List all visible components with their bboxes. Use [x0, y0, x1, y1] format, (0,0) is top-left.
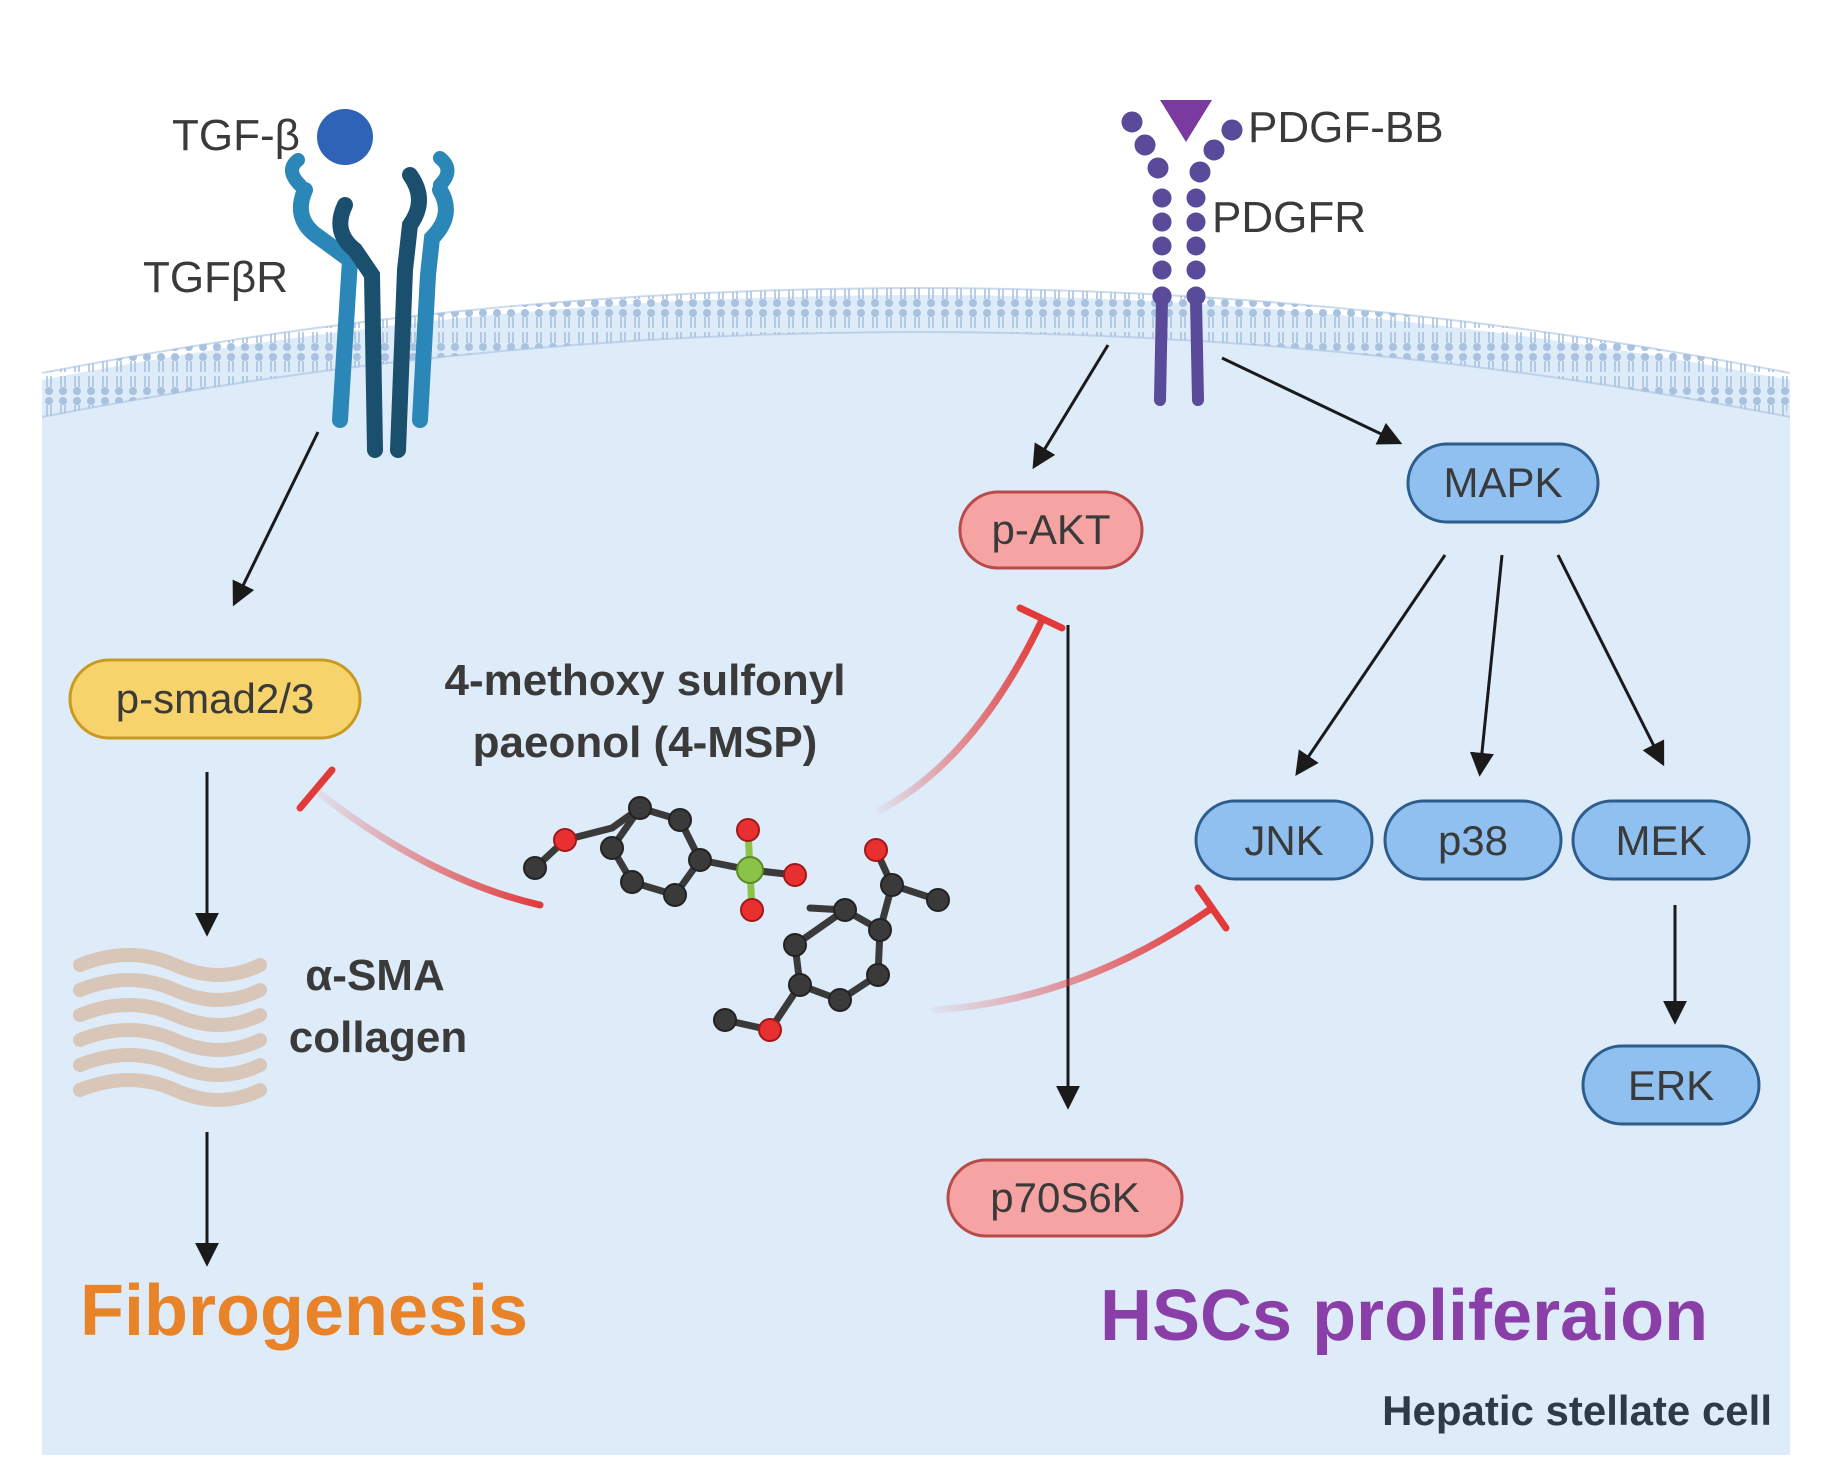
activation-arrows [195, 344, 1687, 1267]
tgf-beta-receptor-icon [285, 151, 455, 458]
fibrogenesis-label: Fibrogenesis [80, 1271, 528, 1351]
cell-body [42, 295, 1790, 1455]
arrow-mapk-to-jnk [1295, 554, 1447, 776]
pdgf-bb-label: PDGF-BB [1248, 103, 1444, 152]
sma-label-line1: α-SMA [305, 951, 444, 1000]
p-akt-label: p-AKT [991, 506, 1110, 553]
arrow-mapk-to-p38 [1469, 554, 1504, 777]
pdgf-ligand-icon [1160, 100, 1212, 142]
sma-label-line2: collagen [289, 1013, 468, 1062]
arrow-pdgfr-to-akt [1032, 344, 1110, 470]
p-smad-label: p-smad2/3 [116, 675, 314, 722]
hscs-proliferation-label: HSCs proliferaion [1100, 1276, 1708, 1356]
inhibit-smad [311, 786, 544, 909]
tgf-beta-r-label: TGFβR [143, 253, 288, 302]
node-mek: MEK [1571, 799, 1751, 881]
mapk-label: MAPK [1443, 459, 1562, 506]
molecule-4msp-icon [523, 796, 950, 1042]
node-p-akt: p-AKT [958, 490, 1144, 570]
arrow-tgfbr-to-smad [232, 431, 320, 607]
node-mapk: MAPK [1406, 442, 1600, 524]
pdgf-receptor-icon [1121, 111, 1243, 406]
node-p38: p38 [1383, 799, 1563, 881]
p70s6k-label: p70S6K [990, 1174, 1139, 1221]
arrow-pdgfr-to-mapk [1221, 356, 1403, 445]
tgf-beta-ligand-icon [317, 109, 373, 165]
inhibit-akt [876, 616, 1046, 814]
drug-name-line1: 4-methoxy sulfonyl [445, 656, 846, 705]
drug-name-line2: paeonol (4-MSP) [473, 718, 818, 767]
inhibition-arrows [296, 604, 1230, 1014]
node-p70s6k: p70S6K [946, 1158, 1184, 1238]
node-erk: ERK [1581, 1044, 1761, 1126]
node-jnk: JNK [1194, 799, 1374, 881]
jnk-label: JNK [1244, 817, 1323, 864]
tgf-beta-label: TGF-β [172, 111, 300, 160]
inhibit-jnk [931, 904, 1216, 1014]
cell-type-label: Hepatic stellate cell [1382, 1387, 1772, 1434]
mek-label: MEK [1615, 817, 1706, 864]
collagen-fiber-icon [73, 948, 267, 1107]
cell-membrane [37, 288, 1795, 417]
pdgfr-label: PDGFR [1212, 193, 1366, 242]
erk-label: ERK [1628, 1062, 1714, 1109]
node-p-smad: p-smad2/3 [68, 658, 362, 740]
arrow-mapk-to-mek [1556, 554, 1665, 767]
p38-label: p38 [1438, 817, 1508, 864]
